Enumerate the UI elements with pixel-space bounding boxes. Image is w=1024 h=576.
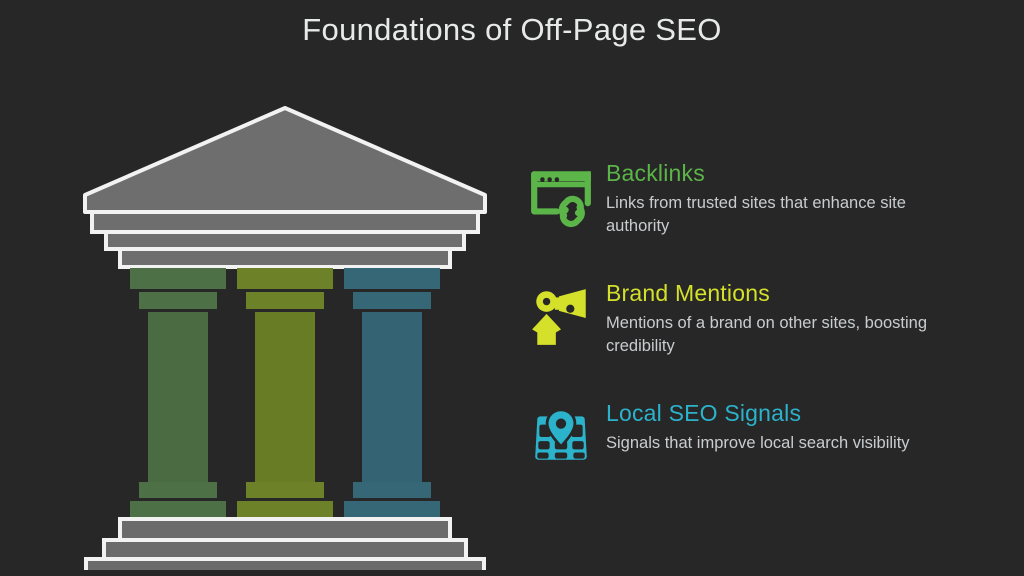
feature-item-local-seo: Local SEO Signals Signals that improve l…: [528, 400, 998, 486]
pillar-1-base-foot: [130, 501, 226, 519]
map-pin-icon: [535, 408, 587, 460]
base-step-middle: [102, 538, 468, 561]
entablature-band-1: [90, 210, 480, 234]
pillar-backlinks: [130, 268, 226, 519]
person-megaphone-icon: [532, 289, 586, 345]
feature-heading: Brand Mentions: [606, 280, 770, 306]
pillar-1-shaft: [148, 312, 208, 482]
pillar-3-base-foot: [344, 501, 440, 519]
pillar-1-base-neck: [139, 482, 217, 498]
pillar-brand-mentions: [237, 268, 333, 519]
temple-illustration: [83, 106, 487, 570]
page-title: Foundations of Off-Page SEO: [302, 12, 722, 47]
feature-heading: Backlinks: [606, 160, 705, 186]
pillar-1-capital-neck: [139, 292, 217, 309]
feature-item-backlinks: Backlinks Links from trusted sites that …: [528, 160, 998, 246]
base-step-bottom: [84, 557, 486, 570]
feature-list: Backlinks Links from trusted sites that …: [528, 160, 998, 520]
feature-description: Signals that improve local search visibi…: [606, 434, 910, 453]
pillar-2-base-neck: [246, 482, 324, 498]
pillar-2-capital-neck: [246, 292, 324, 309]
feature-text-block: Backlinks Links from trusted sites that …: [606, 160, 998, 238]
pillar-2-capital-top: [237, 268, 333, 289]
pillar-3-capital-top: [344, 268, 440, 289]
feature-heading: Local SEO Signals: [606, 400, 802, 426]
entablature-band-2: [104, 230, 466, 251]
pediment-roof: [83, 106, 487, 214]
feature-item-brand-mentions: Brand Mentions Mentions of a brand on ot…: [528, 280, 998, 366]
pillar-1-capital-top: [130, 268, 226, 289]
feature-description: Links from trusted sites that enhance si…: [606, 194, 906, 236]
pillar-local-seo: [344, 268, 440, 519]
feature-text-block: Brand Mentions Mentions of a brand on ot…: [606, 280, 998, 358]
pillar-3-capital-neck: [353, 292, 431, 309]
pillar-3-shaft: [362, 312, 422, 482]
pillar-3-base-neck: [353, 482, 431, 498]
browser-link-icon: [531, 171, 591, 228]
feature-description: Mentions of a brand on other sites, boos…: [606, 314, 928, 356]
entablature-band-3: [118, 247, 452, 269]
feature-text-block: Local SEO Signals Signals that improve l…: [606, 400, 998, 455]
base-step-top: [118, 517, 452, 542]
pillar-2-base-foot: [237, 501, 333, 519]
pillar-2-shaft: [255, 312, 315, 482]
